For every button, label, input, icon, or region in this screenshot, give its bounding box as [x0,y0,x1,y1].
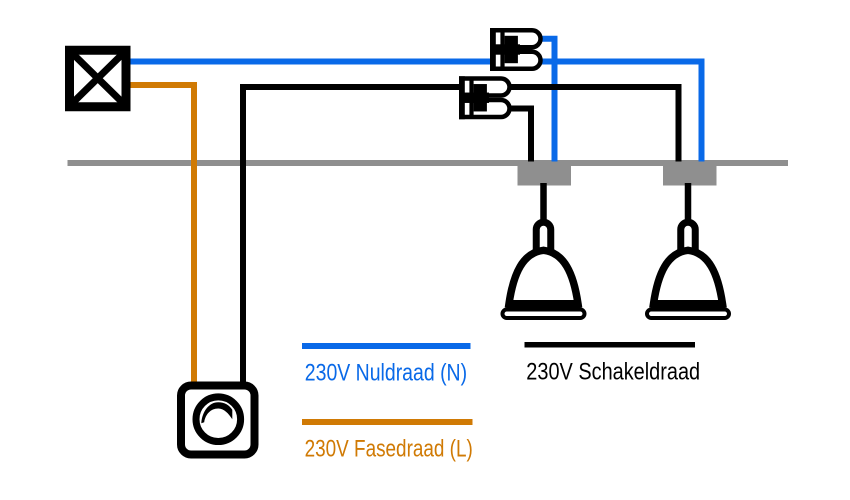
svg-text:230V Nuldraad (N): 230V Nuldraad (N) [305,360,467,387]
svg-text:230V Fasedraad (L): 230V Fasedraad (L) [305,435,473,462]
svg-text:230V Schakeldraad: 230V Schakeldraad [526,359,700,386]
